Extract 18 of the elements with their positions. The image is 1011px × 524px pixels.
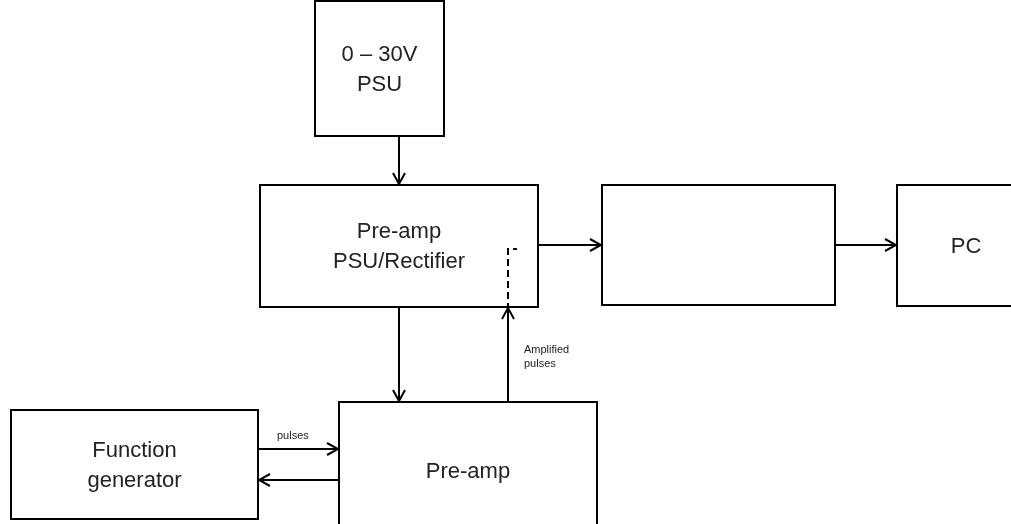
box-label: 0 – 30V PSU <box>340 39 419 98</box>
arrow <box>835 238 897 252</box>
arrow <box>392 136 406 185</box>
box-label: Pre-amp PSU/Rectifier <box>331 217 466 275</box>
arrow <box>538 238 602 252</box>
box-label: Function generator <box>86 435 183 494</box>
process-box <box>10 409 259 520</box>
box-label: Pre-amp <box>425 457 511 485</box>
process-box <box>601 184 836 306</box>
box-label: PC <box>950 231 982 260</box>
process-box <box>259 184 539 308</box>
arrow <box>392 307 406 402</box>
process-box <box>314 0 445 137</box>
arrow <box>258 442 339 456</box>
arrow <box>501 307 515 402</box>
arrow <box>258 473 339 487</box>
process-box <box>338 401 598 524</box>
process-box <box>896 184 1011 307</box>
